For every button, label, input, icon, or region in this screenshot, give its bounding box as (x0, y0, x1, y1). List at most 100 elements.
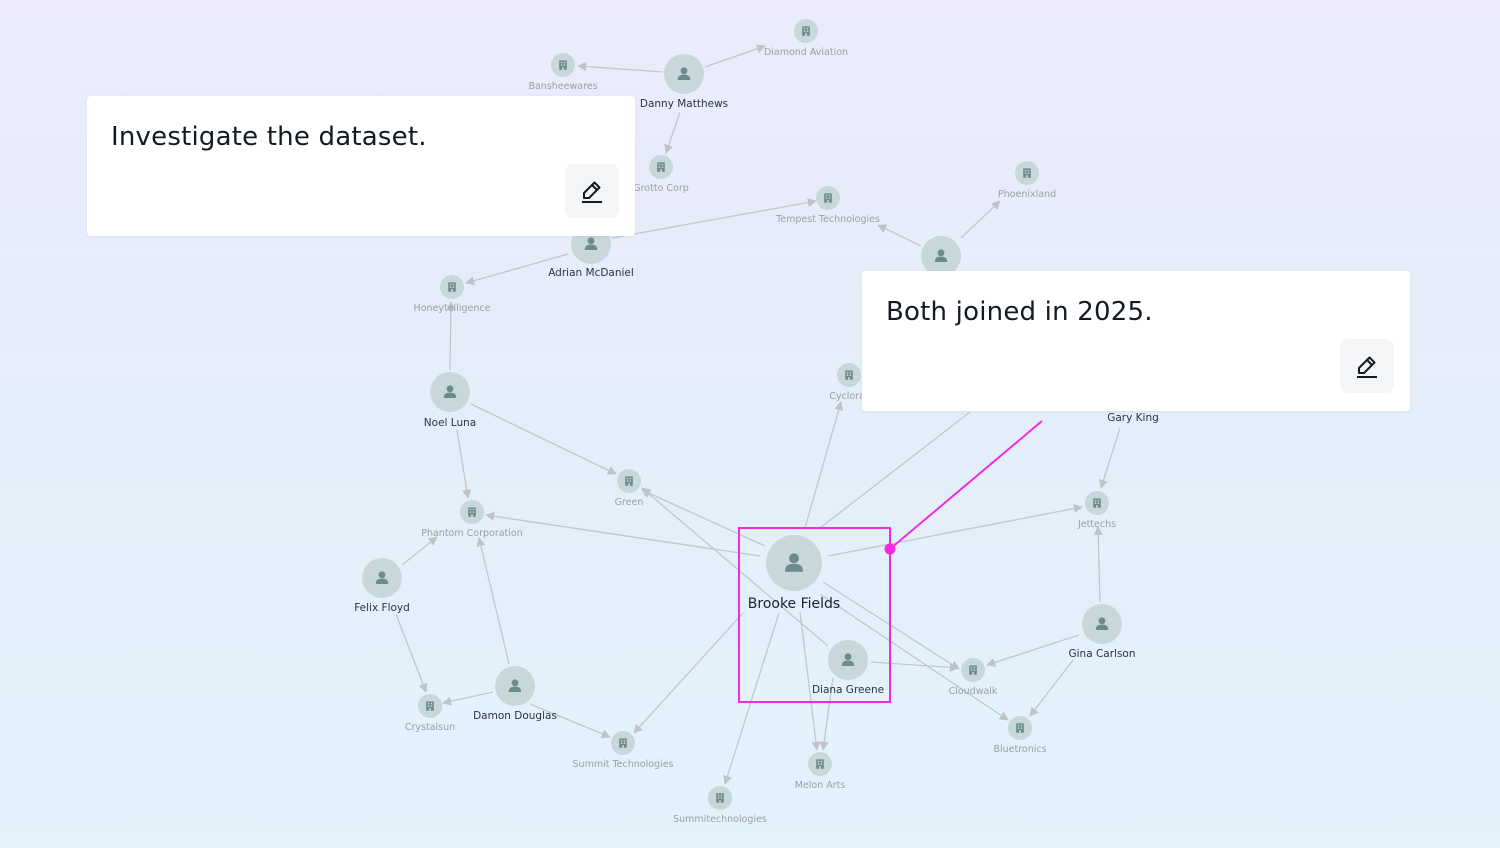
company-node[interactable]: Crystalsun (405, 694, 455, 733)
edge (641, 489, 766, 547)
node-label: Tempest Technologies (775, 214, 880, 225)
selection-box (738, 527, 891, 703)
edge (819, 677, 834, 751)
building-icon (625, 476, 633, 486)
edge (723, 612, 780, 785)
edge (819, 411, 971, 529)
edit-note-button[interactable] (565, 164, 619, 218)
edge (1029, 659, 1074, 717)
building-icon (657, 162, 665, 172)
person-node[interactable] (921, 236, 961, 276)
building-icon (802, 26, 810, 36)
person-node[interactable]: Damon Douglas (473, 666, 557, 722)
edge (470, 403, 617, 475)
node-label: Cyclorat (829, 391, 869, 402)
building-icon (1016, 723, 1024, 733)
annotation-note[interactable]: Both joined in 2025. (862, 271, 1410, 411)
building-icon (448, 282, 456, 292)
edge (611, 197, 817, 239)
node-label: Noel Luna (424, 417, 476, 429)
person-node[interactable]: Diana Greene (812, 640, 884, 696)
node-label: Felix Floyd (354, 602, 410, 614)
building-icon (619, 738, 627, 748)
note-text: Investigate the dataset. (111, 122, 427, 152)
building-icon (468, 507, 476, 517)
company-node[interactable]: Melon Arts (795, 752, 846, 791)
annotation-anchor-dot (884, 543, 896, 555)
building-icon (824, 193, 832, 203)
node-label: Danny Matthews (640, 98, 728, 110)
company-node[interactable]: Jettechs (1077, 491, 1116, 530)
person-node[interactable]: Felix Floyd (354, 558, 410, 614)
person-node[interactable]: Gary King (1107, 412, 1159, 424)
edge (1099, 427, 1121, 489)
node-label: Honeytelligence (414, 303, 491, 314)
node-label: Gina Carlson (1068, 648, 1135, 660)
node-label: Green (615, 497, 644, 508)
node-label: Adrian McDaniel (548, 267, 634, 279)
person-node[interactable]: Gina Carlson (1068, 604, 1136, 660)
edge (465, 253, 569, 286)
company-node[interactable]: Honeytelligence (414, 275, 491, 314)
building-icon (1093, 498, 1101, 508)
node-label: Diamond Aviation (764, 47, 848, 58)
edge (804, 401, 844, 529)
edge (446, 301, 456, 371)
annotation-pointer (889, 420, 1043, 550)
edge (577, 62, 664, 73)
building-icon (845, 370, 853, 380)
company-node[interactable]: Tempest Technologies (775, 186, 880, 225)
node-label: Phoenixland (998, 189, 1056, 200)
edge (529, 703, 611, 739)
edge (641, 487, 829, 647)
edge (442, 691, 494, 706)
node-label: Phantom Corporation (421, 528, 523, 539)
person-node[interactable]: Danny Matthews (640, 54, 728, 110)
edge (633, 612, 744, 734)
company-node[interactable]: Cyclorat (829, 363, 869, 402)
building-icon (716, 793, 724, 803)
pencil-icon (582, 181, 602, 203)
edge (395, 613, 428, 693)
company-node[interactable]: Cloudwalk (949, 658, 998, 697)
pencil-icon (1357, 356, 1377, 378)
edge (827, 504, 1083, 557)
building-icon (559, 60, 567, 70)
edge (986, 634, 1080, 667)
edge (819, 593, 1009, 721)
graph-edges (395, 44, 1121, 785)
edge (704, 44, 766, 68)
node-label: Bluetronics (993, 744, 1046, 755)
edge (401, 536, 438, 566)
company-node[interactable]: Grotto Corp (633, 155, 689, 194)
edge (1093, 526, 1103, 603)
building-icon (816, 759, 824, 769)
company-node[interactable]: Bansheewares (528, 53, 598, 92)
edit-note-button[interactable] (1340, 339, 1394, 393)
edge (877, 224, 922, 247)
company-node[interactable]: Phantom Corporation (421, 500, 523, 539)
note-text: Both joined in 2025. (886, 297, 1153, 327)
building-icon (1023, 168, 1031, 178)
edge (456, 429, 472, 499)
building-icon (969, 665, 977, 675)
company-node[interactable]: Bluetronics (993, 716, 1047, 755)
company-node[interactable]: Summitechnologies (673, 786, 767, 825)
edge (485, 511, 761, 557)
node-label: Cloudwalk (949, 686, 998, 697)
company-node[interactable]: Diamond Aviation (764, 19, 848, 58)
company-node[interactable]: Green (615, 469, 644, 508)
node-label: Melon Arts (795, 780, 846, 791)
annotation-note[interactable]: Investigate the dataset. (87, 96, 635, 236)
node-label: Brooke Fields (748, 596, 840, 612)
edge (870, 661, 959, 672)
node-label: Summit Technologies (573, 759, 674, 770)
node-label: Damon Douglas (473, 710, 557, 722)
edge (476, 537, 510, 665)
node-label: Bansheewares (528, 81, 597, 92)
selected-person-node[interactable]: Brooke Fields (748, 535, 840, 612)
company-node[interactable]: Phoenixland (998, 161, 1056, 200)
company-node[interactable]: Summit Technologies (573, 731, 674, 770)
person-node[interactable]: Noel Luna (424, 372, 476, 429)
